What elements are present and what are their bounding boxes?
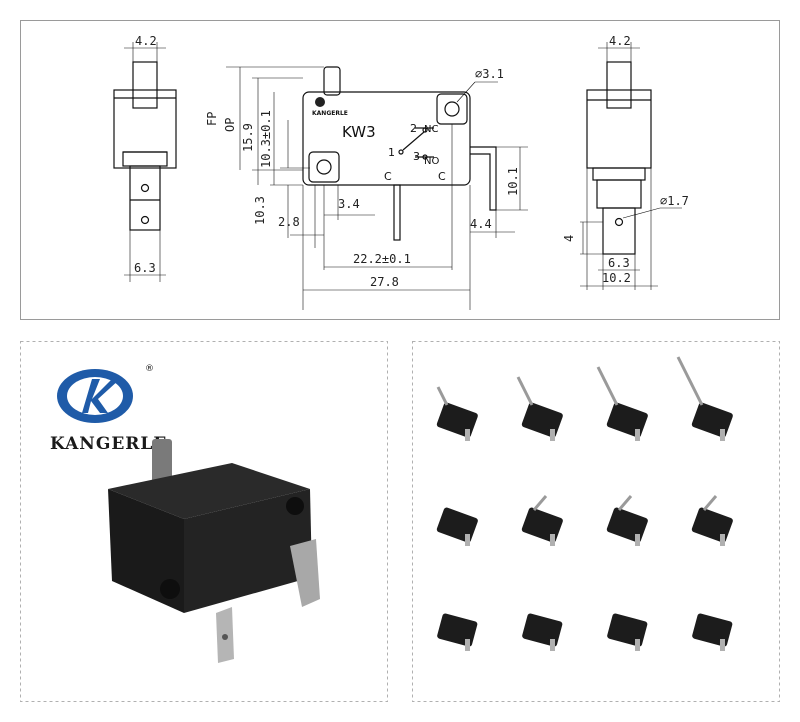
variants-photo-panel [412, 341, 780, 702]
switch-variant-thumbnail [522, 613, 563, 651]
switch-variant-thumbnail [691, 495, 733, 546]
common-right: C [438, 170, 446, 183]
front-brand-label: KANGERLE [312, 110, 348, 117]
switch-variant-thumbnail [692, 613, 733, 651]
switch-variant-thumbnail [607, 613, 648, 651]
product-photo-panel: ® KANGERLE [20, 341, 388, 702]
common-left: C [384, 170, 392, 183]
dim-27-8: 27.8 [370, 275, 399, 289]
dim-2-8: 2.8 [278, 215, 300, 229]
right-side-view [580, 42, 682, 290]
left-bottom-width: 6.3 [134, 261, 156, 275]
right-dim-10-2: 10.2 [602, 271, 631, 285]
switch-variant-thumbnail [437, 613, 478, 651]
switch-variant-thumbnail [436, 386, 478, 441]
microswitch-photo [108, 439, 320, 663]
right-dim-4: 4 [562, 235, 576, 242]
switch-variant-thumbnail [521, 495, 563, 546]
left-side-view [113, 42, 177, 282]
brand-name: KANGERLE [50, 434, 167, 454]
terminal-no: NO [424, 156, 439, 167]
dim-10-3-tol: 10.3±0.1 [259, 110, 273, 168]
dim-3-4: 3.4 [338, 197, 360, 211]
terminal-num-2: 2 [410, 122, 417, 135]
technical-drawing: 4.2 6.3 [20, 20, 780, 320]
switch-variant-thumbnail [596, 366, 648, 441]
dim-15-9: 15.9 [241, 123, 255, 152]
switch-variant-thumbnail [516, 376, 563, 441]
switch-variant-thumbnail [436, 507, 478, 546]
front-view [226, 66, 528, 310]
registered-mark: ® [145, 364, 154, 374]
left-top-width: 4.2 [135, 34, 157, 48]
terminal-nc: NC [424, 124, 438, 135]
dim-op: OP [223, 118, 237, 132]
terminal-num-3: 3 [413, 150, 420, 163]
switch-variant-thumbnail [676, 356, 733, 441]
switch-variant-thumbnail [606, 495, 648, 546]
front-hole-dia: ⌀3.1 [475, 67, 504, 81]
model-label: KW3 [342, 123, 376, 141]
front-brand-logo: KANGERLE [312, 97, 348, 117]
dim-10-3: 10.3 [253, 196, 267, 225]
dim-10-1: 10.1 [506, 167, 520, 196]
dim-fp: FP [205, 112, 219, 126]
dim-4-4: 4.4 [470, 217, 492, 231]
right-dim-6-3: 6.3 [608, 256, 630, 270]
right-top-width: 4.2 [609, 34, 631, 48]
dim-22-2: 22.2±0.1 [353, 252, 411, 266]
right-hole-dia: ⌀1.7 [660, 194, 689, 208]
terminal-num-1: 1 [388, 146, 395, 159]
kangerle-logo-icon [57, 369, 133, 423]
